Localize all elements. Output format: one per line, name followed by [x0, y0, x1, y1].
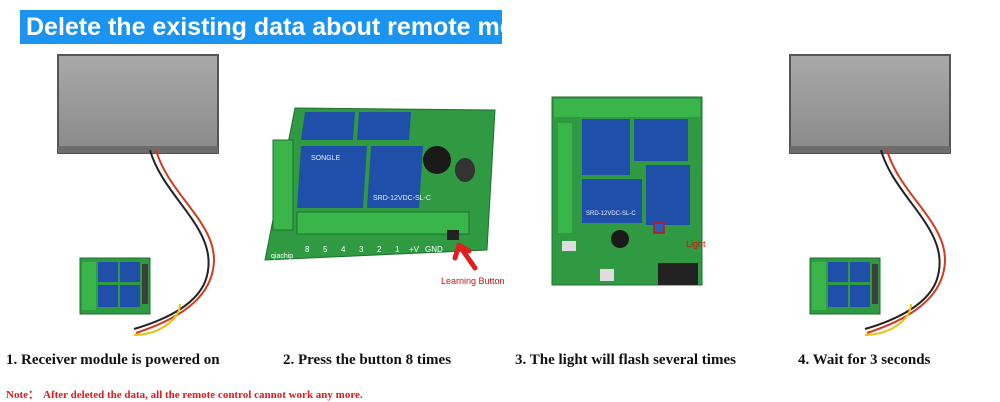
battery-pack [57, 54, 219, 154]
relay-model-label-top: SRD-12VDC-SL-C [586, 211, 636, 217]
relay-model-label: SRD-12VDC-SL-C [373, 195, 431, 202]
learning-button [447, 230, 459, 240]
terminal-label-1: 1 [395, 245, 400, 254]
note-text: After deleted the data, all the remote c… [43, 389, 363, 401]
note-label: Note： [6, 389, 39, 401]
terminal-label-5: 5 [323, 245, 328, 254]
terminal-label-8: 8 [305, 245, 310, 254]
note: Note： After deleted the data, all the rem… [6, 386, 363, 402]
red-wire [135, 149, 216, 334]
page-title: Delete the existing data about remote mo… [26, 13, 545, 41]
yellow-wire [133, 303, 181, 336]
red-wire [866, 149, 947, 334]
step-1-caption: 1. Receiver module is powered on [6, 352, 220, 368]
terminal-label-gnd: GND [425, 245, 443, 254]
step-2-caption: 2. Press the button 8 times [283, 352, 452, 368]
step-3-caption: 3. The light will flash several times [515, 352, 736, 368]
light-label: Light [686, 239, 706, 249]
arrow-icon [452, 242, 478, 271]
step-3-illustration: SRD-12VDC-SL-C Light [551, 96, 706, 286]
relay-brand-label: SONGLE [311, 155, 341, 162]
step-4-caption: 4. Wait for 3 seconds [798, 352, 931, 368]
antenna-coil [658, 263, 698, 285]
black-wire [864, 149, 941, 330]
terminal-strip [296, 211, 470, 235]
step-2-illustration: SRD-12VDC-SL-C SONGLE qiachip 8 5 4 3 2 … [264, 107, 505, 286]
learning-button-label: Learning Button [441, 276, 505, 286]
terminal-label-3: 3 [359, 245, 364, 254]
terminal-label-2: 2 [377, 245, 382, 254]
terminal-label-4: 4 [341, 245, 346, 254]
terminal-label-vplus: +V [409, 245, 420, 254]
receiver-board-small [79, 257, 151, 315]
relay-block: SRD-12VDC-SL-C SONGLE [297, 112, 431, 208]
step-4-illustration [789, 54, 951, 336]
battery-pack [789, 54, 951, 154]
black-wire [133, 149, 210, 330]
indicator-light [653, 222, 665, 234]
yellow-wire [864, 303, 912, 336]
vendor-label: qiachip [271, 253, 293, 260]
step-1-illustration [57, 54, 219, 336]
page-title-banner: Delete the existing data about remote mo… [20, 10, 544, 44]
receiver-board-small [809, 257, 881, 315]
